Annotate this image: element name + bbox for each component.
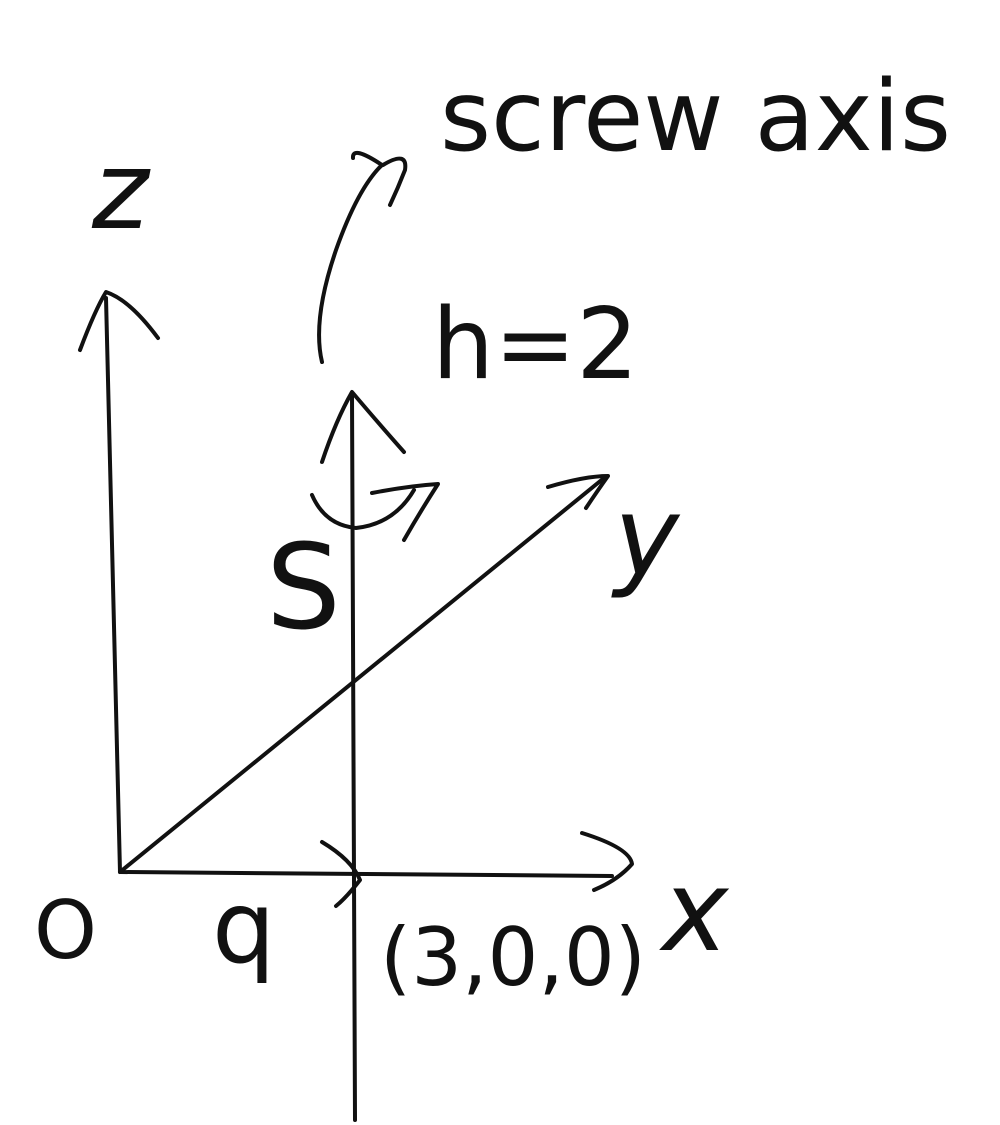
x-axis (118, 831, 634, 892)
x-axis-label: x (659, 847, 730, 977)
rotation-arrow (310, 482, 440, 542)
screw-axis-label: screw axis (440, 60, 951, 174)
pitch-label: h=2 (432, 288, 639, 402)
z-axis (78, 290, 160, 874)
y-axis-arrowhead (546, 474, 610, 510)
y-axis-label: y (611, 473, 681, 601)
q-coordinates: (3,0,0) (380, 911, 646, 1004)
q-point-label: q (212, 869, 275, 986)
rotation-arc (310, 488, 416, 530)
origin-label: O (34, 884, 97, 977)
q-point-marker (320, 840, 362, 908)
z-axis-label: z (91, 129, 151, 254)
rotation-arrowhead (370, 482, 440, 542)
screw-axis (320, 390, 406, 1122)
screw-axis-arrowhead (320, 390, 406, 464)
z-axis-line (104, 296, 122, 874)
screw-axis-line (350, 393, 357, 1122)
z-axis-arrowhead (78, 290, 160, 352)
screw-label: S (266, 518, 341, 656)
x-axis-line (118, 870, 614, 878)
y-axis-line (118, 476, 606, 874)
screw-axis-leader (317, 150, 408, 364)
x-axis-arrowhead (580, 831, 634, 892)
y-axis (118, 474, 610, 874)
